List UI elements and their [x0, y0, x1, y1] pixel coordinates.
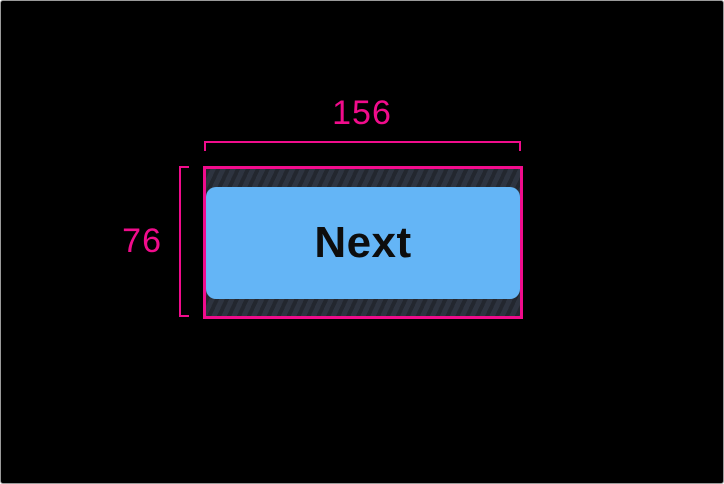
height-dimension-bracket — [179, 166, 189, 317]
width-dimension-bracket — [204, 141, 521, 151]
next-button[interactable]: Next — [206, 186, 520, 299]
width-dimension-label: 156 — [332, 94, 392, 132]
touch-target-region[interactable]: Next — [203, 166, 523, 319]
height-dimension-label: 76 — [122, 222, 162, 260]
